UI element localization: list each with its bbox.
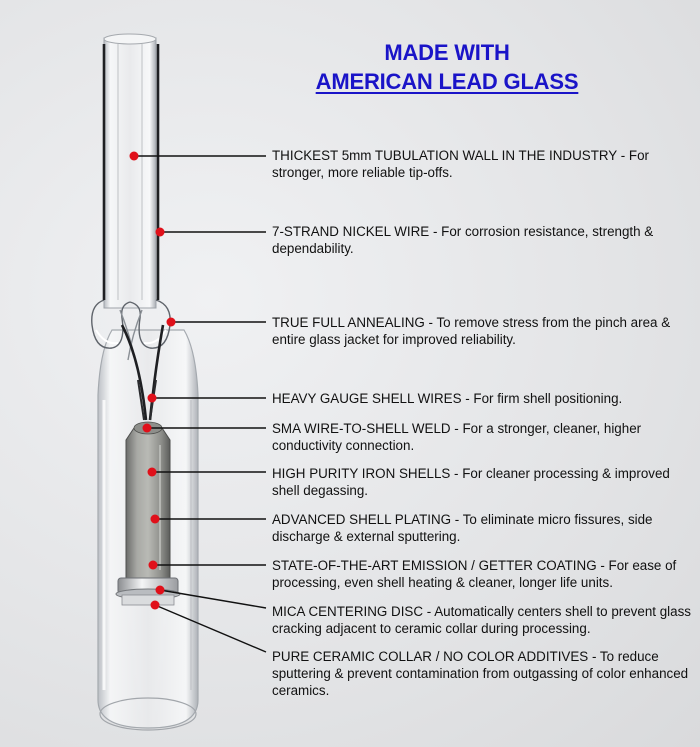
marker-shell-wires [147, 393, 157, 403]
annotation-plating: ADVANCED SHELL PLATING - To eliminate mi… [272, 512, 653, 544]
marker-mica-disc [155, 585, 165, 595]
marker-nickel-wire [155, 227, 165, 237]
iron-shell [125, 421, 171, 579]
annotation-ceramic-collar: PURE CERAMIC COLLAR / NO COLOR ADDITIVES… [272, 649, 689, 698]
glass-tubulation [103, 33, 157, 309]
marker-coating [148, 560, 158, 570]
headline-line-1: MADE WITH [384, 40, 510, 65]
marker-tubulation [129, 151, 139, 161]
annotation-iron-shell: HIGH PURITY IRON SHELLS - For cleaner pr… [272, 466, 670, 498]
marker-ceramic-collar [150, 600, 160, 610]
annotation-coating: STATE-OF-THE-ART EMISSION / GETTER COATI… [272, 558, 677, 590]
headline-line-2: AMERICAN LEAD GLASS [315, 69, 579, 94]
marker-annealing [166, 317, 176, 327]
annotation-annealing: TRUE FULL ANNEALING - To remove stress f… [272, 315, 671, 347]
annotation-shell-wires: HEAVY GAUGE SHELL WIRES - For firm shell… [272, 391, 623, 406]
annotation-weld: SMA WIRE-TO-SHELL WELD - For a stronger,… [272, 421, 642, 453]
annotation-tubulation: THICKEST 5mm TUBULATION WALL IN THE INDU… [272, 148, 649, 180]
callout-markers [129, 151, 176, 610]
marker-iron-shell [147, 467, 157, 477]
leader-lines [134, 155, 267, 653]
marker-weld [142, 423, 152, 433]
headline: MADE WITH AMERICAN LEAD GLASS [302, 38, 592, 96]
annotation-mica-disc: MICA CENTERING DISC - Automatically cent… [272, 604, 691, 636]
marker-plating [150, 514, 160, 524]
annotation-nickel-wire: 7-STRAND NICKEL WIRE - For corrosion res… [272, 224, 654, 256]
